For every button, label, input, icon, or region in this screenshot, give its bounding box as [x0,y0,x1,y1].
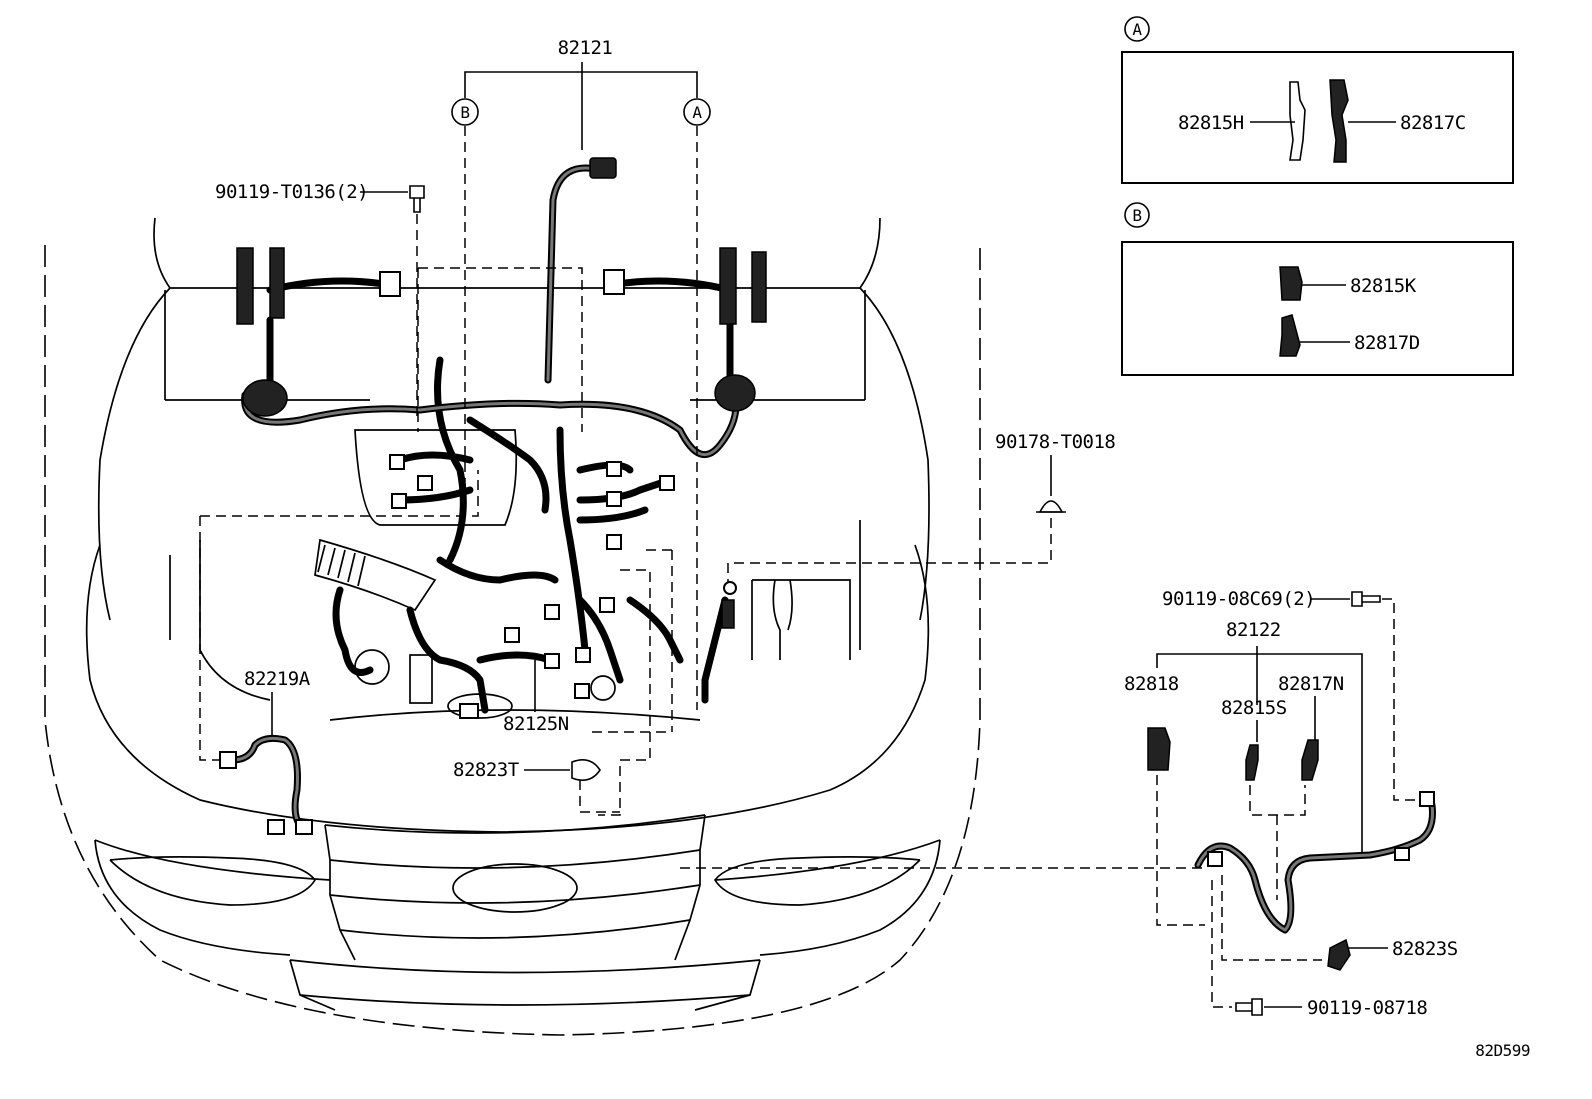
bolt-90119-T0136-group: 90119-T0136(2) [215,181,425,420]
harness-82219A-group: 82219A [219,668,313,835]
connector-82818 [1147,727,1171,771]
callout-b-circle [451,98,479,126]
part-82823T-label: 82823T [453,759,519,781]
clamp-82815S [1245,744,1259,781]
vehicle-body-outline [44,217,981,1036]
clamp-82817C [1329,79,1349,163]
main-engine-harness [236,157,767,719]
inset-b-letter: B [1132,206,1141,225]
clamp-82815H [1289,81,1306,161]
inset-a-letter: A [1132,20,1142,39]
part-90119-08718-label: 90119-08718 [1307,997,1427,1019]
inset-b: B 82815K 82817D [1121,202,1514,376]
part-82823S-label: 82823S [1392,938,1458,960]
part-82823T-group: 82823T [453,759,620,813]
part-82815H-label: 82815H [1178,112,1244,134]
part-82122-label: 82122 [1226,619,1281,641]
diagram-id: 82D599 [1475,1041,1530,1060]
bolt-icon [1235,998,1263,1016]
part-82817N-label: 82817N [1278,673,1344,695]
harness-82122-group: 90119-08C69(2) 82122 82818 82817N 82815S… [1124,588,1458,1019]
part-90119-T0136-label: 90119-T0136(2) [215,181,368,203]
clamp-82815K [1279,266,1303,301]
clamp-82823S [1327,938,1351,971]
bolt-icon [409,185,425,199]
bolt-icon [1351,591,1381,607]
part-82121-label: 82121 [558,37,613,59]
clip-90178-T0018-group: 90178-T0018 [727,431,1116,582]
part-82815S-label: 82815S [1221,697,1287,719]
clamp-icon [571,759,601,781]
clip-icon [1038,500,1064,513]
part-82219A-label: 82219A [244,668,311,690]
part-82815K-label: 82815K [1350,275,1417,297]
part-90119-08C69-label: 90119-08C69(2) [1162,588,1315,610]
clamp-82817D [1279,314,1301,357]
part-82125N-label: 82125N [503,713,569,735]
part-82818-label: 82818 [1124,673,1179,695]
part-82817D-label: 82817D [1354,332,1420,354]
clamp-82817N [1301,739,1319,781]
callout-82121-group: 82121 B A [451,37,711,710]
inset-a: A 82815H 82817C [1121,16,1514,184]
part-82817C-label: 82817C [1400,112,1466,134]
callout-b-letter: B [460,103,469,122]
part-82125N-group: 82125N [503,660,569,735]
part-90178-T0018-label: 90178-T0018 [995,431,1115,453]
callout-a-circle [683,98,711,126]
callout-a-letter: A [692,103,702,122]
